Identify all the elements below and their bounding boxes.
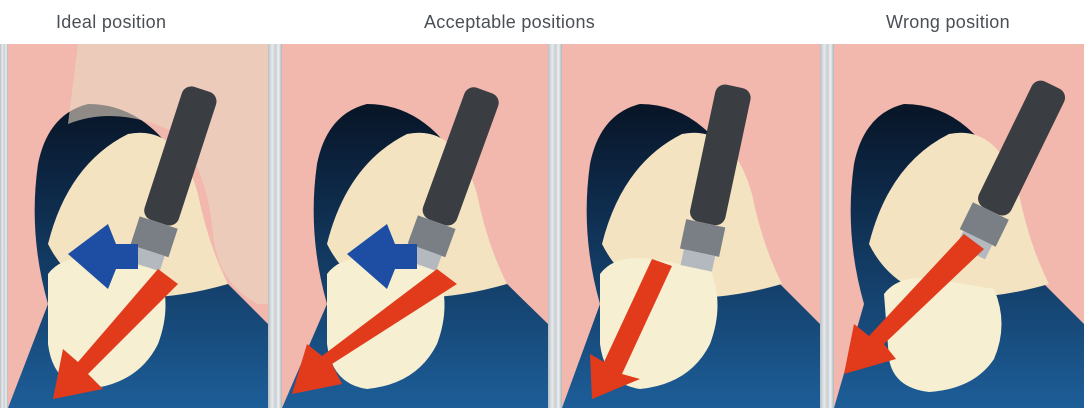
panel-divider [548,44,562,408]
panel-acceptable-2 [562,44,820,408]
panel-acceptable-1 [282,44,548,408]
panel-divider [268,44,282,408]
heading-ideal-position: Ideal position [56,12,166,33]
panel-divider [820,44,834,408]
panel-ideal [8,44,268,408]
panel-wrong [834,44,1084,408]
heading-wrong-position: Wrong position [886,12,1010,33]
heading-acceptable-positions: Acceptable positions [424,12,595,33]
panel-divider [0,44,8,408]
